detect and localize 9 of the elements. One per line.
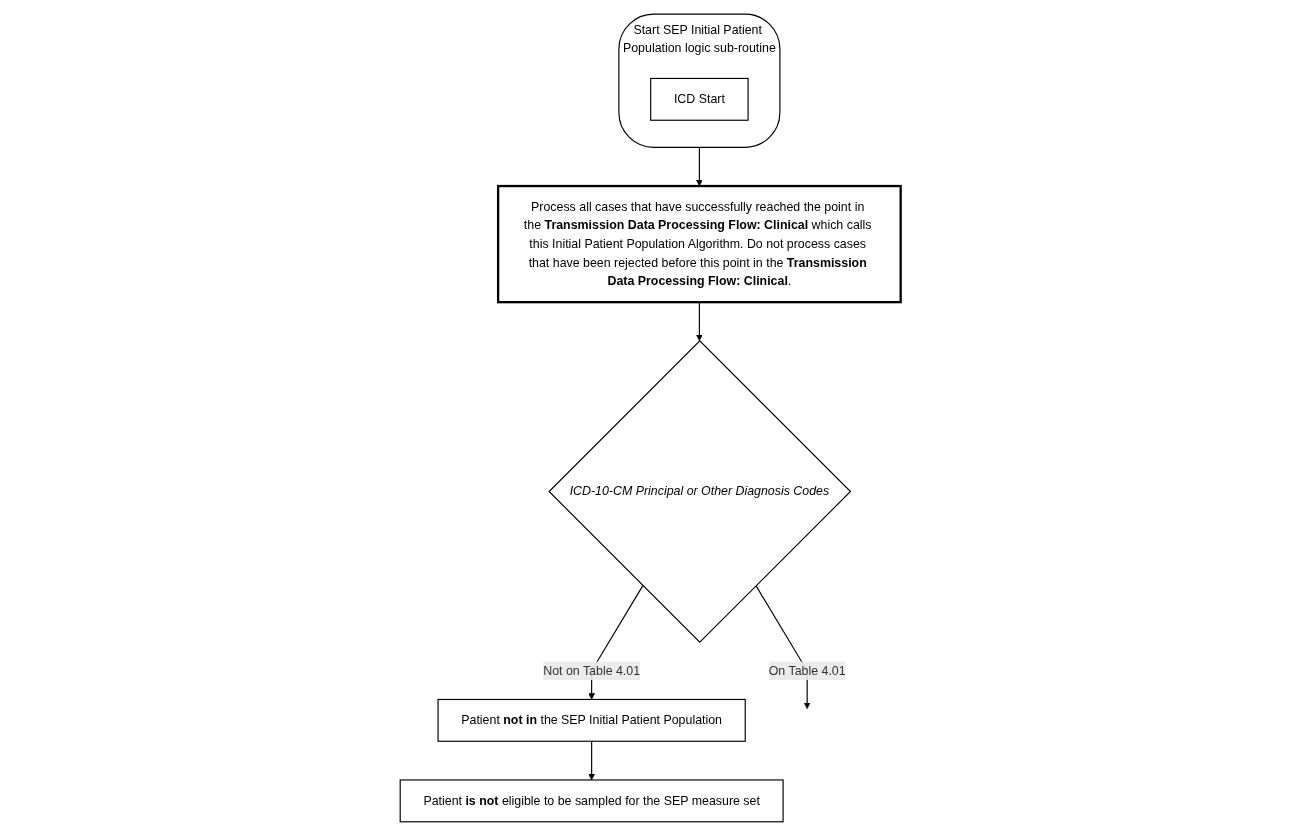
node-box: Patient is not eligible to be sampled for the SEP measure set <box>399 779 784 823</box>
arrow <box>588 740 596 781</box>
node-box: ICD Start <box>650 77 749 121</box>
node-box: Process all cases that have successfully reached the point in the Transmission Data Processing Flow: Clinical which calls this Initial Patient Population Algorithm. Do not process cases that have been rejected before this point in the Transmission Data Processing Flow: Clinical. <box>497 184 902 304</box>
edge-label: On Table 4.01 <box>768 663 846 678</box>
node-diamond: ICD-10-CM Principal or Other Diagnosis Codes <box>548 340 852 644</box>
node-box: Patient not in the SEP Initial Patient Population <box>437 698 746 742</box>
arrow <box>696 146 703 187</box>
edge-label: Not on Table 4.01 <box>543 663 641 678</box>
